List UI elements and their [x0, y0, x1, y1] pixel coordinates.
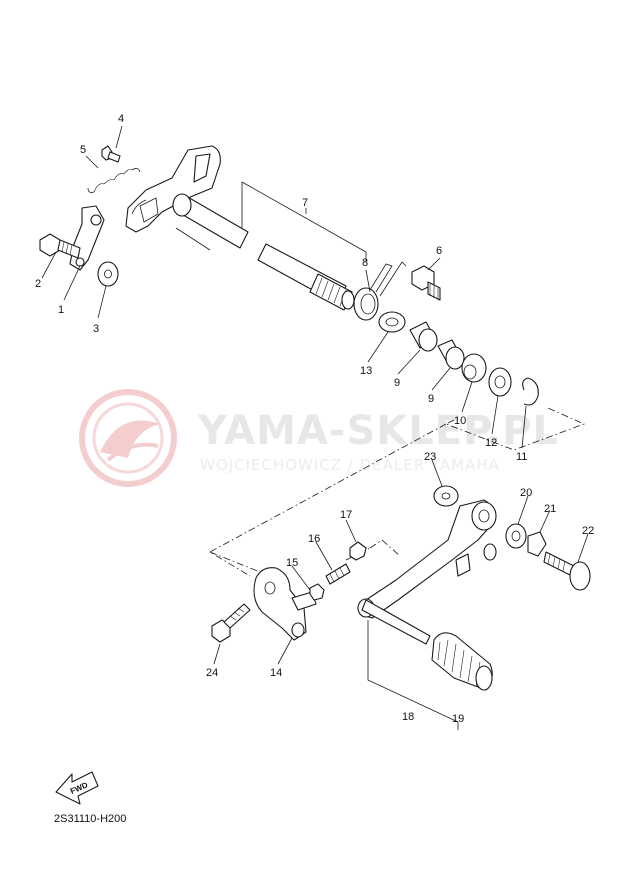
watermark: YAMA-SKLEP.PL WOJCIECHOWICZ / DEALER YAM…: [79, 389, 559, 487]
circlip: [522, 377, 539, 406]
fwd-arrow-icon: FWD: [55, 771, 99, 805]
shift-shaft-upper: [172, 193, 249, 251]
callout-24: 24: [206, 667, 218, 679]
callout-14: 14: [270, 667, 282, 679]
washer-23: [433, 485, 459, 507]
nut-17: [349, 541, 367, 561]
callout-20: 20: [520, 487, 532, 499]
return-spring: [353, 261, 407, 321]
callout-15: 15: [286, 557, 298, 569]
washer-12: [488, 367, 512, 397]
bearing-a: [409, 321, 438, 352]
pedal-rubber: [431, 632, 493, 691]
pin-4: [101, 145, 121, 163]
callout-16: 16: [308, 533, 320, 545]
oil-seal: [378, 311, 406, 333]
nut-15: [309, 583, 325, 601]
callout-3: 3: [93, 323, 99, 335]
callout-11: 11: [516, 451, 527, 463]
callout-4: 4: [118, 113, 124, 125]
shift-lever-1: [69, 205, 105, 271]
callout-1: 1: [58, 304, 64, 316]
bolt-2: [39, 233, 81, 259]
callout-18: 18: [402, 711, 414, 723]
oil-seal-10: [461, 353, 487, 383]
shift-pedal-arm: [357, 499, 497, 645]
watermark-logo-icon: [79, 389, 177, 487]
callout-19: 19: [452, 713, 464, 725]
callout-10: 10: [454, 415, 466, 427]
shift-rod-end: [253, 567, 317, 641]
callout-6: 6: [436, 245, 442, 257]
callout-12: 12: [485, 437, 497, 449]
washer-20: [505, 523, 527, 549]
bolt-24: [211, 603, 251, 643]
bearing-b: [437, 339, 465, 370]
callout-9b: 9: [428, 393, 434, 405]
washer-3: [97, 261, 119, 287]
shift-shaft-lower: [257, 243, 355, 311]
callout-numbers: 4 5 2 1 3 7 8 6 13 9 9 10 12 11 23 20 21…: [35, 113, 594, 725]
callout-5: 5: [80, 144, 86, 156]
callout-8: 8: [362, 257, 368, 269]
callout-9a: 9: [394, 377, 400, 389]
watermark-title: YAMA-SKLEP.PL: [197, 408, 559, 454]
callout-7: 7: [302, 197, 308, 209]
watermark-subtitle: WOJCIECHOWICZ / DEALER YAMAHA: [200, 456, 500, 474]
bolt-22: [543, 551, 591, 591]
clip-21: [527, 531, 547, 557]
diagram-code: 2S31110-H200: [54, 813, 126, 825]
stopper-bolt: [411, 265, 441, 301]
leader-lines: [41, 125, 589, 665]
shift-shaft-arm: [125, 145, 221, 233]
shift-rod: [325, 563, 351, 585]
spring-5: [87, 168, 141, 193]
callout-22: 22: [582, 525, 594, 537]
callout-13: 13: [360, 365, 372, 377]
callout-21: 21: [544, 503, 556, 515]
callout-17: 17: [340, 509, 352, 521]
callout-2: 2: [35, 278, 41, 290]
callout-23: 23: [424, 451, 436, 463]
